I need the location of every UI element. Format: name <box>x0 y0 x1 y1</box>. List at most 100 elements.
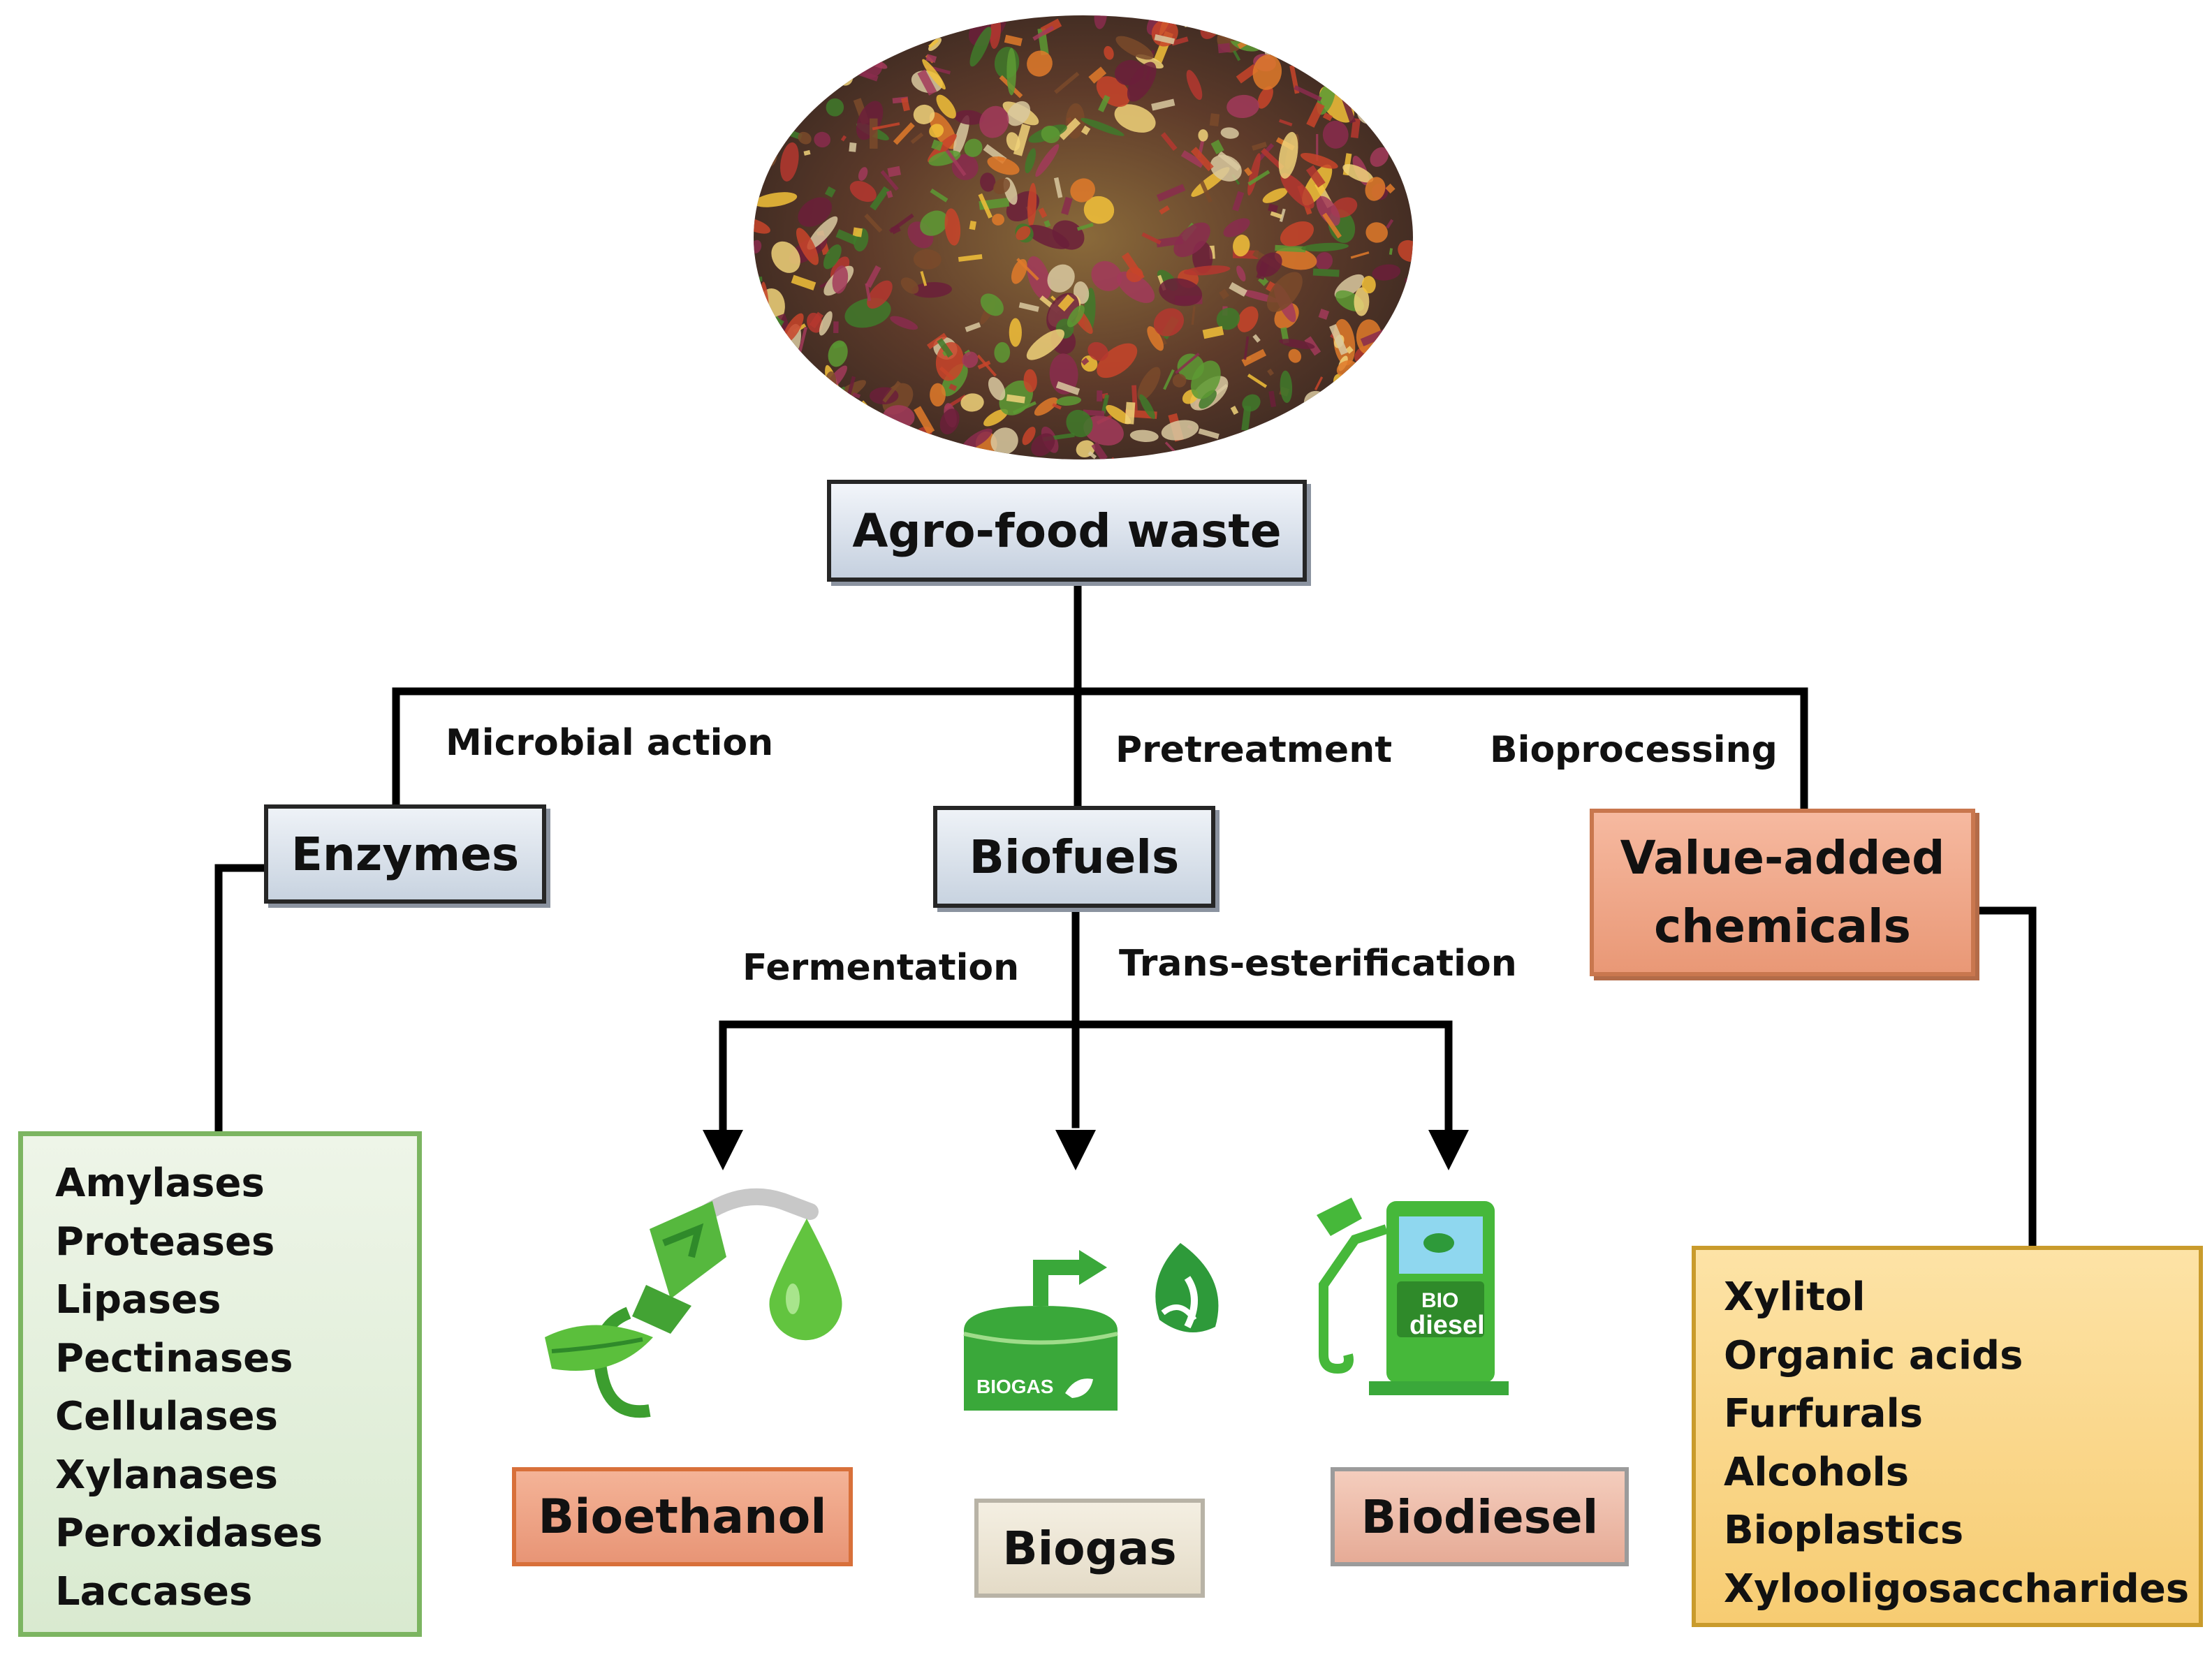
waste-scrap <box>1386 395 1410 412</box>
waste-scrap <box>976 354 997 377</box>
waste-scrap <box>1070 178 1095 203</box>
waste-scrap <box>760 68 794 108</box>
waste-scrap <box>1250 446 1296 459</box>
waste-scrap <box>1097 390 1103 402</box>
waste-scrap <box>1116 271 1155 303</box>
waste-scrap <box>1299 22 1327 48</box>
waste-scrap <box>754 59 781 90</box>
waste-scrap <box>1361 276 1376 294</box>
waste-scrap <box>1223 218 1250 237</box>
waste-scrap <box>1081 358 1090 366</box>
waste-scrap <box>1125 402 1136 425</box>
waste-scrap <box>1306 102 1325 128</box>
waste-scrap <box>754 192 798 207</box>
waste-scrap <box>1209 113 1220 126</box>
process-label-bioprocessing: Bioprocessing <box>1490 729 1778 771</box>
waste-scrap <box>1305 165 1326 188</box>
waste-scrap <box>1294 85 1322 102</box>
waste-scrap <box>1318 309 1330 320</box>
waste-scrap <box>754 346 769 362</box>
waste-scrap <box>796 409 803 417</box>
biogas-node: Biogas <box>974 1499 1205 1598</box>
waste-scrap <box>1190 147 1214 172</box>
waste-scrap <box>1237 306 1259 332</box>
waste-scrap <box>1025 224 1070 249</box>
waste-scrap <box>960 393 984 412</box>
waste-scrap <box>1314 43 1331 57</box>
waste-scrap <box>1098 94 1111 112</box>
waste-scrap <box>1280 370 1293 404</box>
waste-scrap <box>1159 278 1203 307</box>
waste-scrap <box>807 216 838 250</box>
waste-scrap <box>1357 44 1384 50</box>
waste-scrap <box>1385 333 1398 351</box>
enzyme-item: Lipases <box>55 1277 221 1323</box>
waste-scrap <box>1210 154 1242 182</box>
waste-scrap <box>1363 385 1377 396</box>
waste-scrap <box>1350 251 1370 259</box>
waste-scrap <box>1275 244 1306 253</box>
waste-scrap <box>1354 287 1370 316</box>
waste-scrap <box>1009 318 1022 347</box>
waste-scrap <box>1043 220 1051 228</box>
biofuels-node: Biofuels <box>933 806 1215 908</box>
bioethanol-label: Bioethanol <box>538 1489 827 1545</box>
waste-scrap <box>992 214 1005 226</box>
waste-scrap <box>754 31 776 56</box>
waste-scrap <box>1016 226 1031 241</box>
waste-scrap <box>1199 180 1213 203</box>
waste-scrap <box>1398 240 1413 262</box>
waste-scrap <box>754 240 762 253</box>
waste-scrap <box>849 181 877 203</box>
waste-scrap <box>1365 222 1388 243</box>
waste-scrap <box>920 210 948 236</box>
waste-scrap <box>1262 188 1288 203</box>
waste-scrap <box>1261 147 1284 170</box>
waste-scrap <box>1006 132 1020 151</box>
waste-scrap <box>1247 170 1270 186</box>
waste-scrap <box>1031 433 1055 457</box>
waste-scrap <box>1322 212 1342 239</box>
waste-scrap <box>1199 390 1217 409</box>
arrowheads <box>703 1130 1469 1170</box>
process-label-microbial-action: Microbial action <box>446 722 774 764</box>
waste-scrap <box>1278 131 1298 179</box>
waste-scrap <box>1241 405 1252 431</box>
waste-scrap <box>1006 47 1016 96</box>
chemical-item: Xylitol <box>1724 1274 1866 1320</box>
waste-scrap <box>833 321 839 334</box>
arrowhead-biogas <box>1055 1130 1096 1170</box>
waste-scrap <box>798 327 808 355</box>
waste-scrap <box>786 59 814 91</box>
waste-scrap <box>1322 120 1349 149</box>
bioethanol-node: Bioethanol <box>512 1467 853 1566</box>
waste-scrap <box>914 406 935 435</box>
waste-scrap <box>766 411 779 421</box>
waste-scrap <box>1375 124 1391 138</box>
waste-scrap <box>931 139 944 152</box>
waste-scrap <box>880 170 899 191</box>
waste-scrap <box>1403 410 1413 424</box>
waste-scrap <box>1191 360 1221 399</box>
waste-scrap <box>930 383 946 407</box>
waste-scrap <box>1052 403 1062 410</box>
waste-scrap <box>826 98 844 117</box>
waste-scrap <box>927 332 948 350</box>
waste-scrap <box>1115 36 1154 60</box>
enzyme-item: Amylases <box>55 1161 265 1206</box>
waste-scrap <box>754 218 770 234</box>
waste-scrap <box>796 228 819 265</box>
waste-scrap <box>1229 282 1247 297</box>
waste-scrap <box>941 363 968 397</box>
waste-scrap <box>1202 325 1224 339</box>
waste-scrap <box>1160 132 1178 152</box>
waste-scrap <box>765 339 789 346</box>
waste-scrap <box>1047 264 1075 293</box>
waste-scrap <box>1347 15 1375 28</box>
waste-scrap <box>1055 381 1081 395</box>
waste-scrap <box>816 80 833 87</box>
waste-scrap <box>788 374 800 395</box>
waste-scrap <box>1038 207 1048 219</box>
waste-scrap <box>1363 385 1383 406</box>
waste-scrap <box>1358 365 1368 374</box>
